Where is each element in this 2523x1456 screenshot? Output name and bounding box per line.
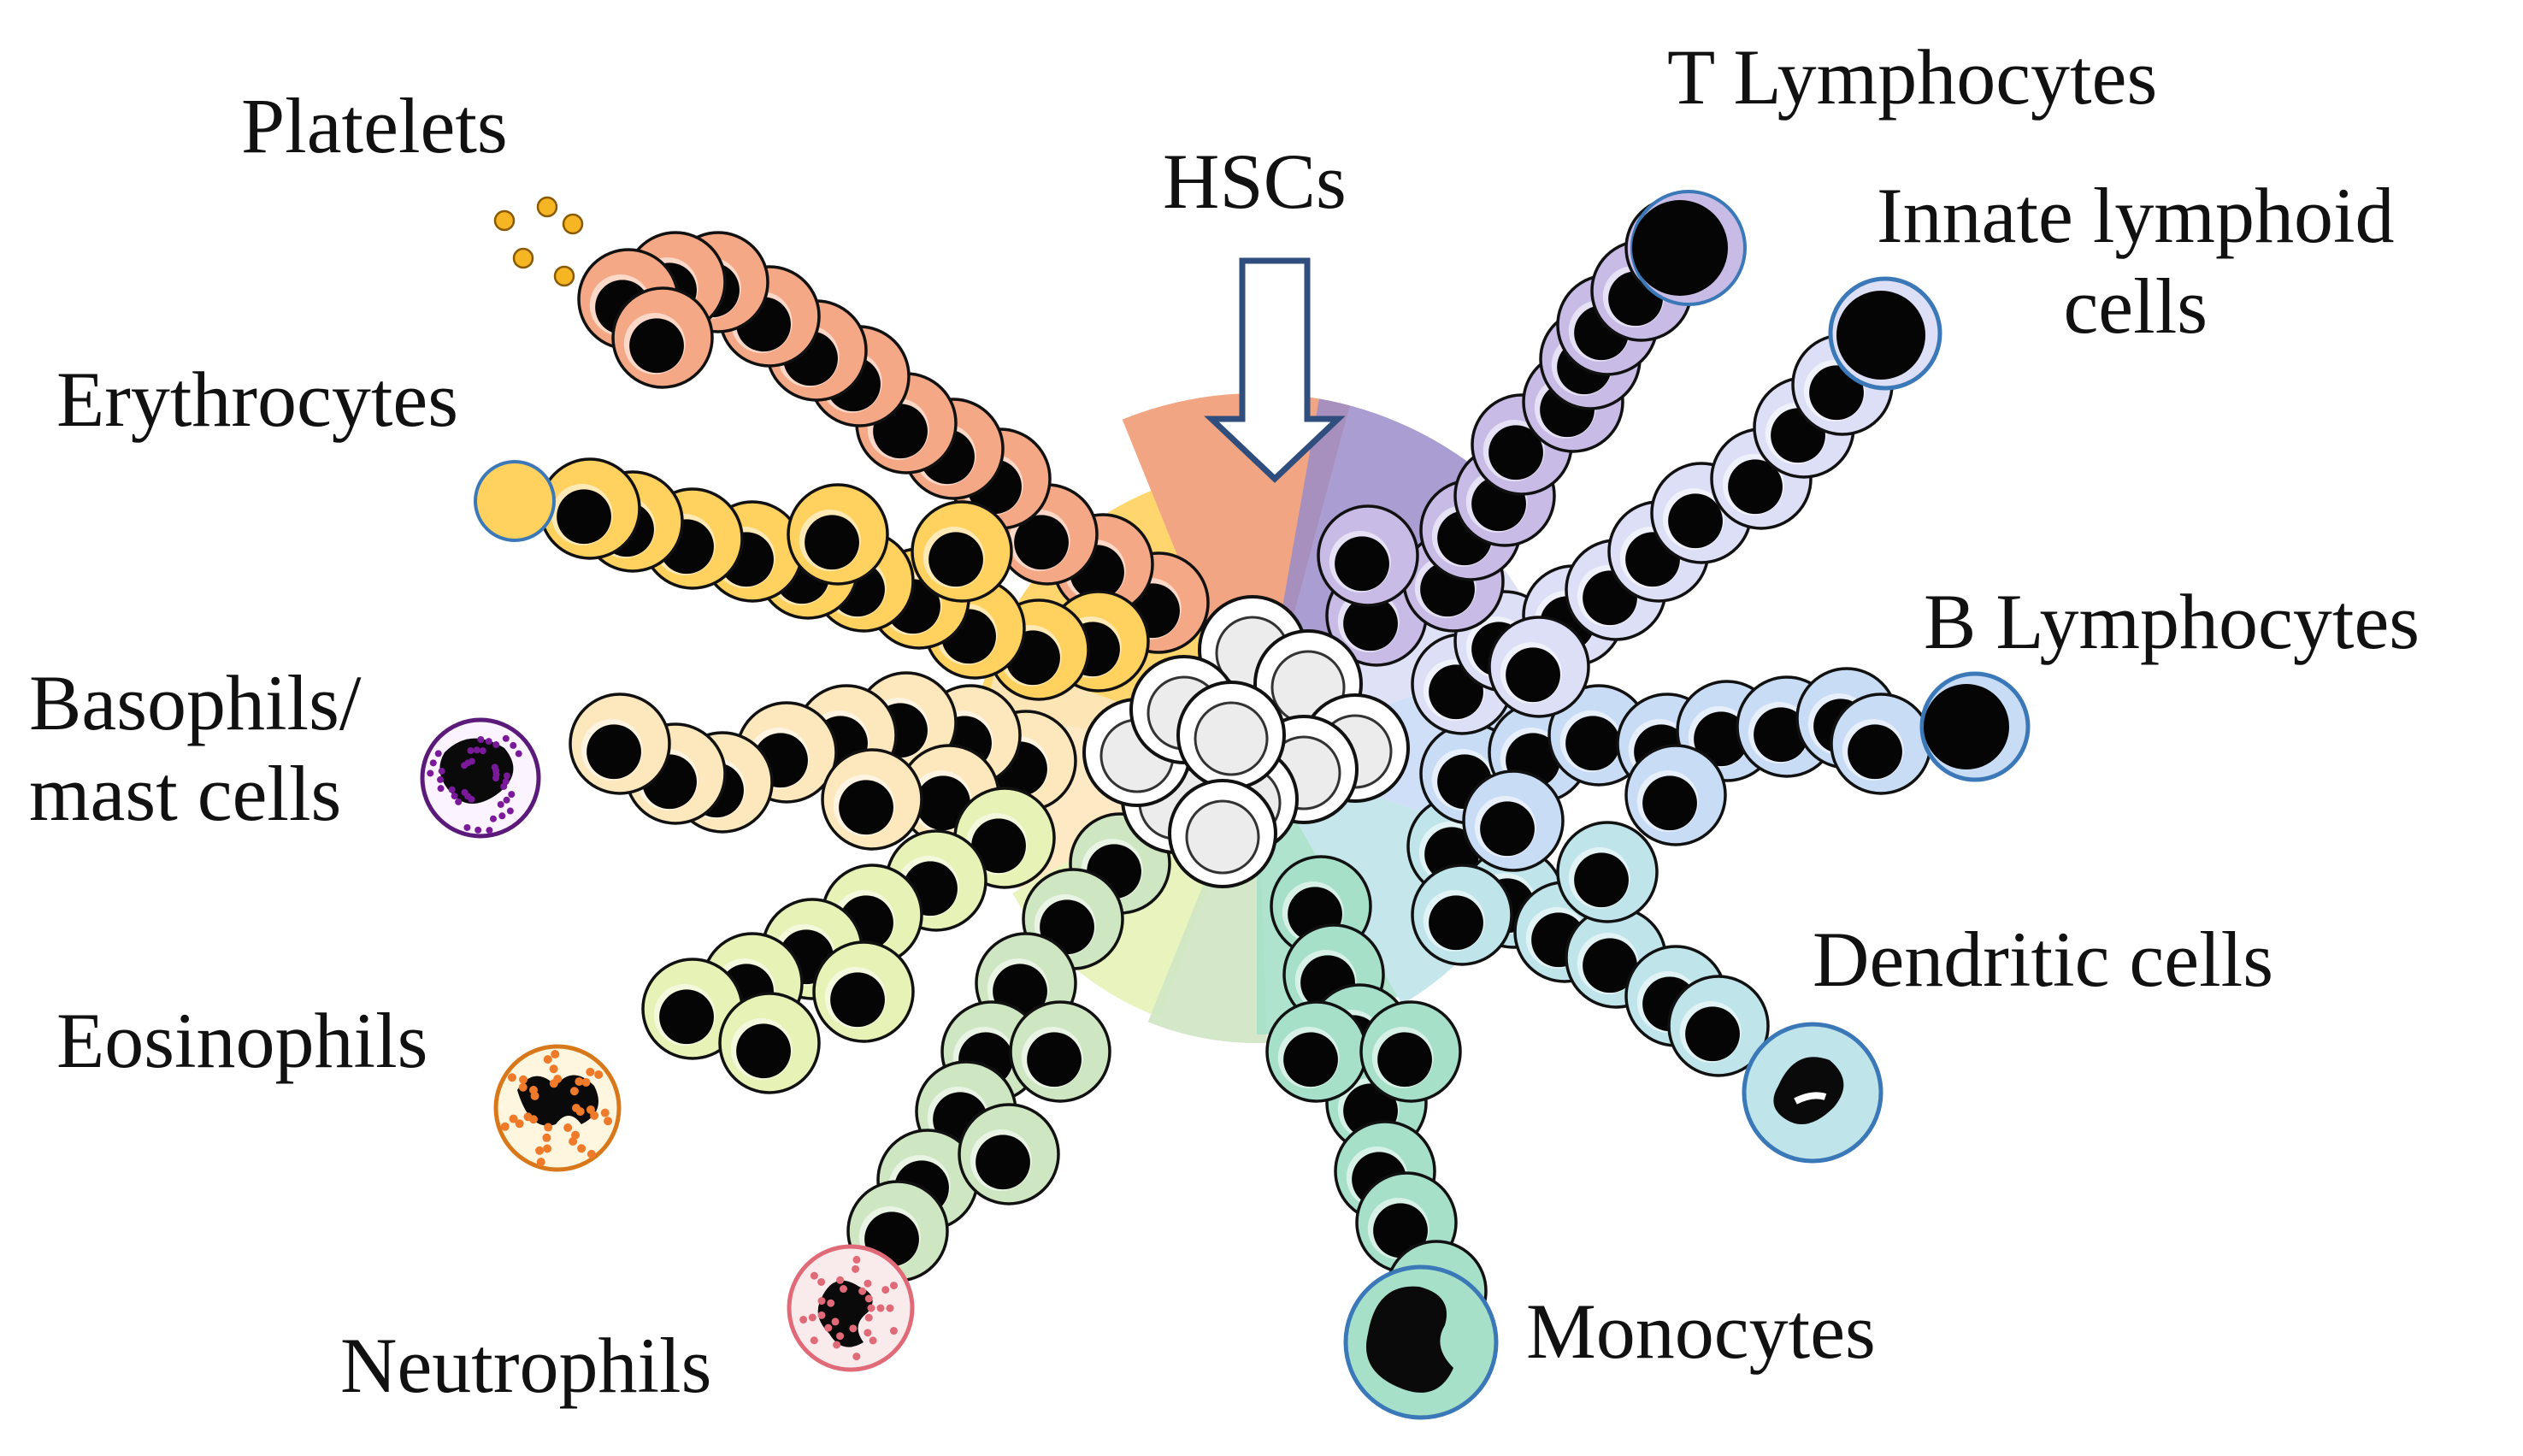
progenitor-cell [611,286,714,389]
progenitor-cell [1830,693,1932,795]
progenitor-cell [787,483,889,586]
progenitor-cell [1453,445,1556,547]
label-neutrophils: Neutrophils [340,1322,712,1409]
progenitor-cell [1556,821,1659,923]
label-b-lymphocytes: B Lymphocytes [1924,578,2420,665]
progenitor-cell [1488,616,1590,718]
lineage-cell-chains [539,197,1932,1342]
progenitor-cell [812,940,915,1043]
label-basophils: Basophils/ mast cells [29,659,362,837]
label-dendritic-cells: Dendritic cells [1813,916,2274,1003]
progenitor-cell [1317,504,1419,607]
hsc-label: HSCs [1163,138,1347,225]
label-erythrocytes: Erythrocytes [56,356,459,443]
hsc-arrow-icon [1204,257,1346,483]
hsc-cluster [1082,595,1410,888]
basophil-icon [420,717,541,839]
chain-neutrophils [846,812,1171,1282]
chain-dendritic [1406,795,1770,1077]
progenitor-cell [569,693,671,795]
progenitor-cell [641,958,744,1060]
progenitor-cell [1009,1000,1111,1103]
platelets-icon [493,196,584,287]
monocyte-icon [1343,1264,1499,1420]
label-platelets: Platelets [241,82,508,169]
label-t-lymphocytes: T Lymphocytes [1667,33,2158,121]
progenitor-cell [718,992,821,1094]
progenitor-cell [1359,1000,1462,1103]
progenitor-cell [1624,744,1727,846]
progenitor-cell [958,1103,1060,1205]
chain-erythrocytes [539,457,1150,701]
progenitor-cell [1411,864,1513,966]
t-lymphocyte-icon [1630,190,1747,306]
progenitor-cell [1650,462,1753,564]
progenitor-cell [1462,769,1565,872]
chain-basophils [569,671,1077,851]
chain-innate-lymphoid [1411,333,1894,735]
chain-b-lymphocytes [1419,667,1932,872]
chain-t-lymphocytes [1317,197,1727,667]
hsc-cell [1176,681,1286,790]
progenitor-cell [821,748,923,851]
neutrophil-icon [787,1244,915,1372]
progenitor-cell [539,457,641,560]
eosinophil-icon [493,1044,622,1172]
chain-platelets [577,231,1210,654]
dendritic-cell-icon [1742,1022,1883,1164]
label-monocytes: Monocytes [1526,1288,1876,1375]
label-eosinophils: Eosinophils [56,997,428,1084]
progenitor-cell [641,487,744,590]
erythrocyte-icon [474,460,556,542]
progenitor-cell [911,500,1013,603]
chain-eosinophils [641,787,1056,1094]
progenitor-cell [1265,1000,1368,1103]
hsc-cell [1168,779,1277,888]
b-lymphocyte-icon [1919,671,2031,782]
progenitor-cell [1667,975,1770,1077]
sector-platelets [1122,393,1350,752]
progenitor-cell [953,787,1056,889]
innate-lymphoid-cell-icon [1828,276,1942,391]
mature-cell-icons [420,190,2031,1420]
label-innate-lymphoid-cells: Innate lymphoid cells [1877,172,2395,350]
